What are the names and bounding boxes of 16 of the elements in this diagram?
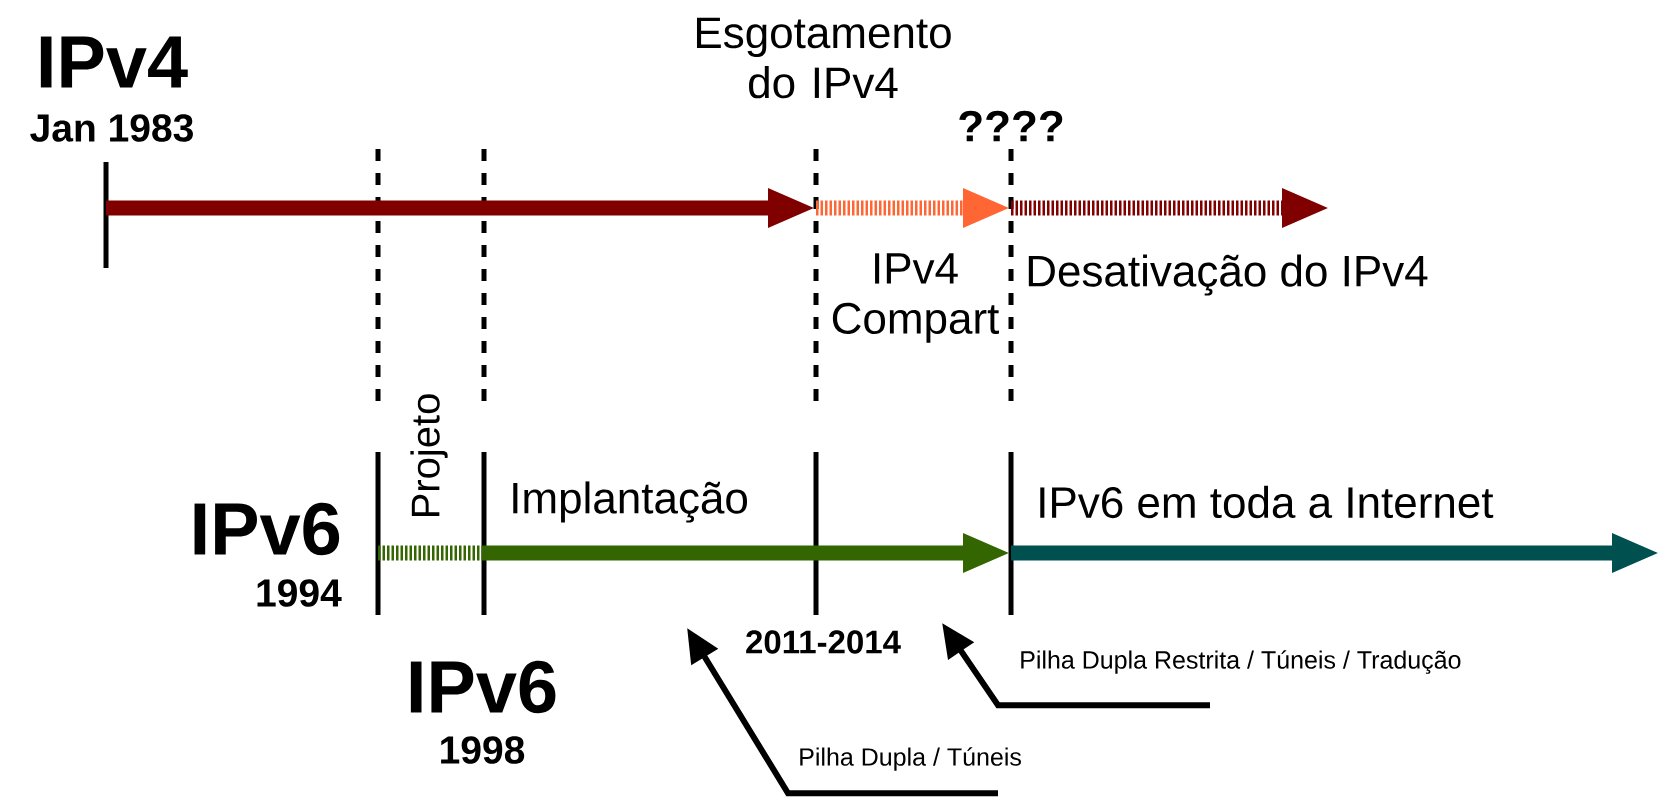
phase-label: Implantação bbox=[513, 481, 748, 523]
milestone-label: Esgotamento do IPv4 bbox=[697, 17, 951, 99]
phase-label: IPv6 em toda a Internet bbox=[1040, 485, 1494, 519]
callout-text: Pilha Dupla / Túneis bbox=[800, 747, 1021, 771]
date-label: 2011-2014 bbox=[746, 630, 901, 654]
callout-text: Pilha Dupla Restrita / Túneis / Tradução bbox=[1021, 650, 1461, 674]
phase-label: IPv4 Compart bbox=[832, 253, 999, 343]
date-label: 1998 bbox=[441, 736, 525, 764]
phase-label: Projeto bbox=[410, 394, 448, 517]
date-label: 1994 bbox=[257, 579, 342, 607]
milestone-label: ???? bbox=[959, 110, 1063, 142]
date-label: Jan 1983 bbox=[30, 114, 193, 142]
phase-label: Desativação do IPv4 bbox=[1028, 254, 1428, 296]
heading-label: IPv6 bbox=[410, 660, 556, 714]
heading-label: IPv6 bbox=[194, 502, 340, 556]
heading-label: IPv4 bbox=[40, 36, 188, 88]
